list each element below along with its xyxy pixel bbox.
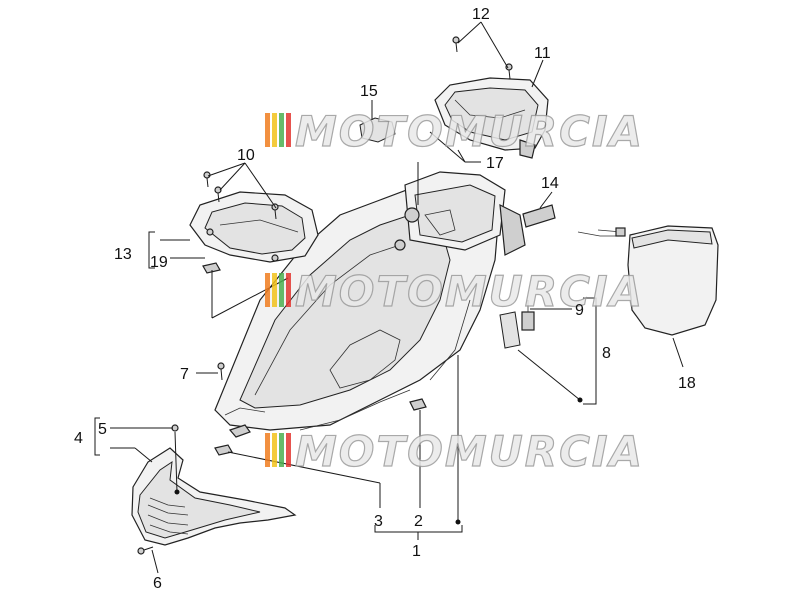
callout-13: 13 xyxy=(114,246,132,263)
callout-15: 15 xyxy=(360,83,378,100)
callout-14: 14 xyxy=(541,175,559,192)
bracket-part-8 xyxy=(499,300,535,349)
callout-6: 6 xyxy=(153,575,162,592)
callout-4: 4 xyxy=(74,430,83,447)
clip-part-3 xyxy=(214,444,233,456)
fastener-part-15 xyxy=(359,117,396,143)
callout-12: 12 xyxy=(472,6,490,23)
callout-5: 5 xyxy=(98,421,107,438)
watermark-stripe xyxy=(286,113,291,147)
rear-cover-part xyxy=(434,77,549,159)
watermark-stripe xyxy=(272,433,277,467)
callout-11: 11 xyxy=(534,45,551,62)
callout-10: 10 xyxy=(237,147,255,164)
callout-9: 9 xyxy=(575,302,584,319)
callout-7: 7 xyxy=(180,366,189,383)
callout-8: 8 xyxy=(602,345,611,362)
clip-part-2 xyxy=(409,398,427,411)
watermark-stripe xyxy=(286,433,291,467)
watermark-stripe xyxy=(265,273,270,307)
watermark-stripe xyxy=(286,273,291,307)
watermark-stripe xyxy=(265,433,270,467)
storage-bag-part xyxy=(577,225,719,336)
helmet-compartment-part xyxy=(214,171,526,438)
callout-17: 17 xyxy=(486,155,504,172)
callout-labels: 12 11 15 17 10 14 13 19 9 8 18 7 5 4 6 3… xyxy=(74,6,696,592)
watermark-text: MOTOMURCIA xyxy=(295,107,644,156)
callout-2: 2 xyxy=(414,513,423,530)
watermark-stripe xyxy=(279,113,284,147)
watermark-stripe xyxy=(265,113,270,147)
watermark-stripe xyxy=(279,273,284,307)
callout-19: 19 xyxy=(150,254,168,271)
watermark-stripe xyxy=(272,273,277,307)
callout-18: 18 xyxy=(678,375,696,392)
cover-plate-part xyxy=(189,191,319,263)
watermark-text: MOTOMURCIA xyxy=(295,427,644,476)
callout-3: 3 xyxy=(374,513,383,530)
watermark-stripe xyxy=(279,433,284,467)
callout-1: 1 xyxy=(412,543,421,560)
watermark-logo: MOTOMURCIA MOTOMURCIA MOTOMURCIA xyxy=(265,106,644,477)
clip-part-19 xyxy=(202,262,221,274)
leader-end-dots xyxy=(174,397,583,525)
pad-part-14 xyxy=(522,204,556,228)
watermark-text: MOTOMURCIA xyxy=(295,267,644,316)
front-shield-part xyxy=(131,447,297,546)
watermark-stripe xyxy=(272,113,277,147)
